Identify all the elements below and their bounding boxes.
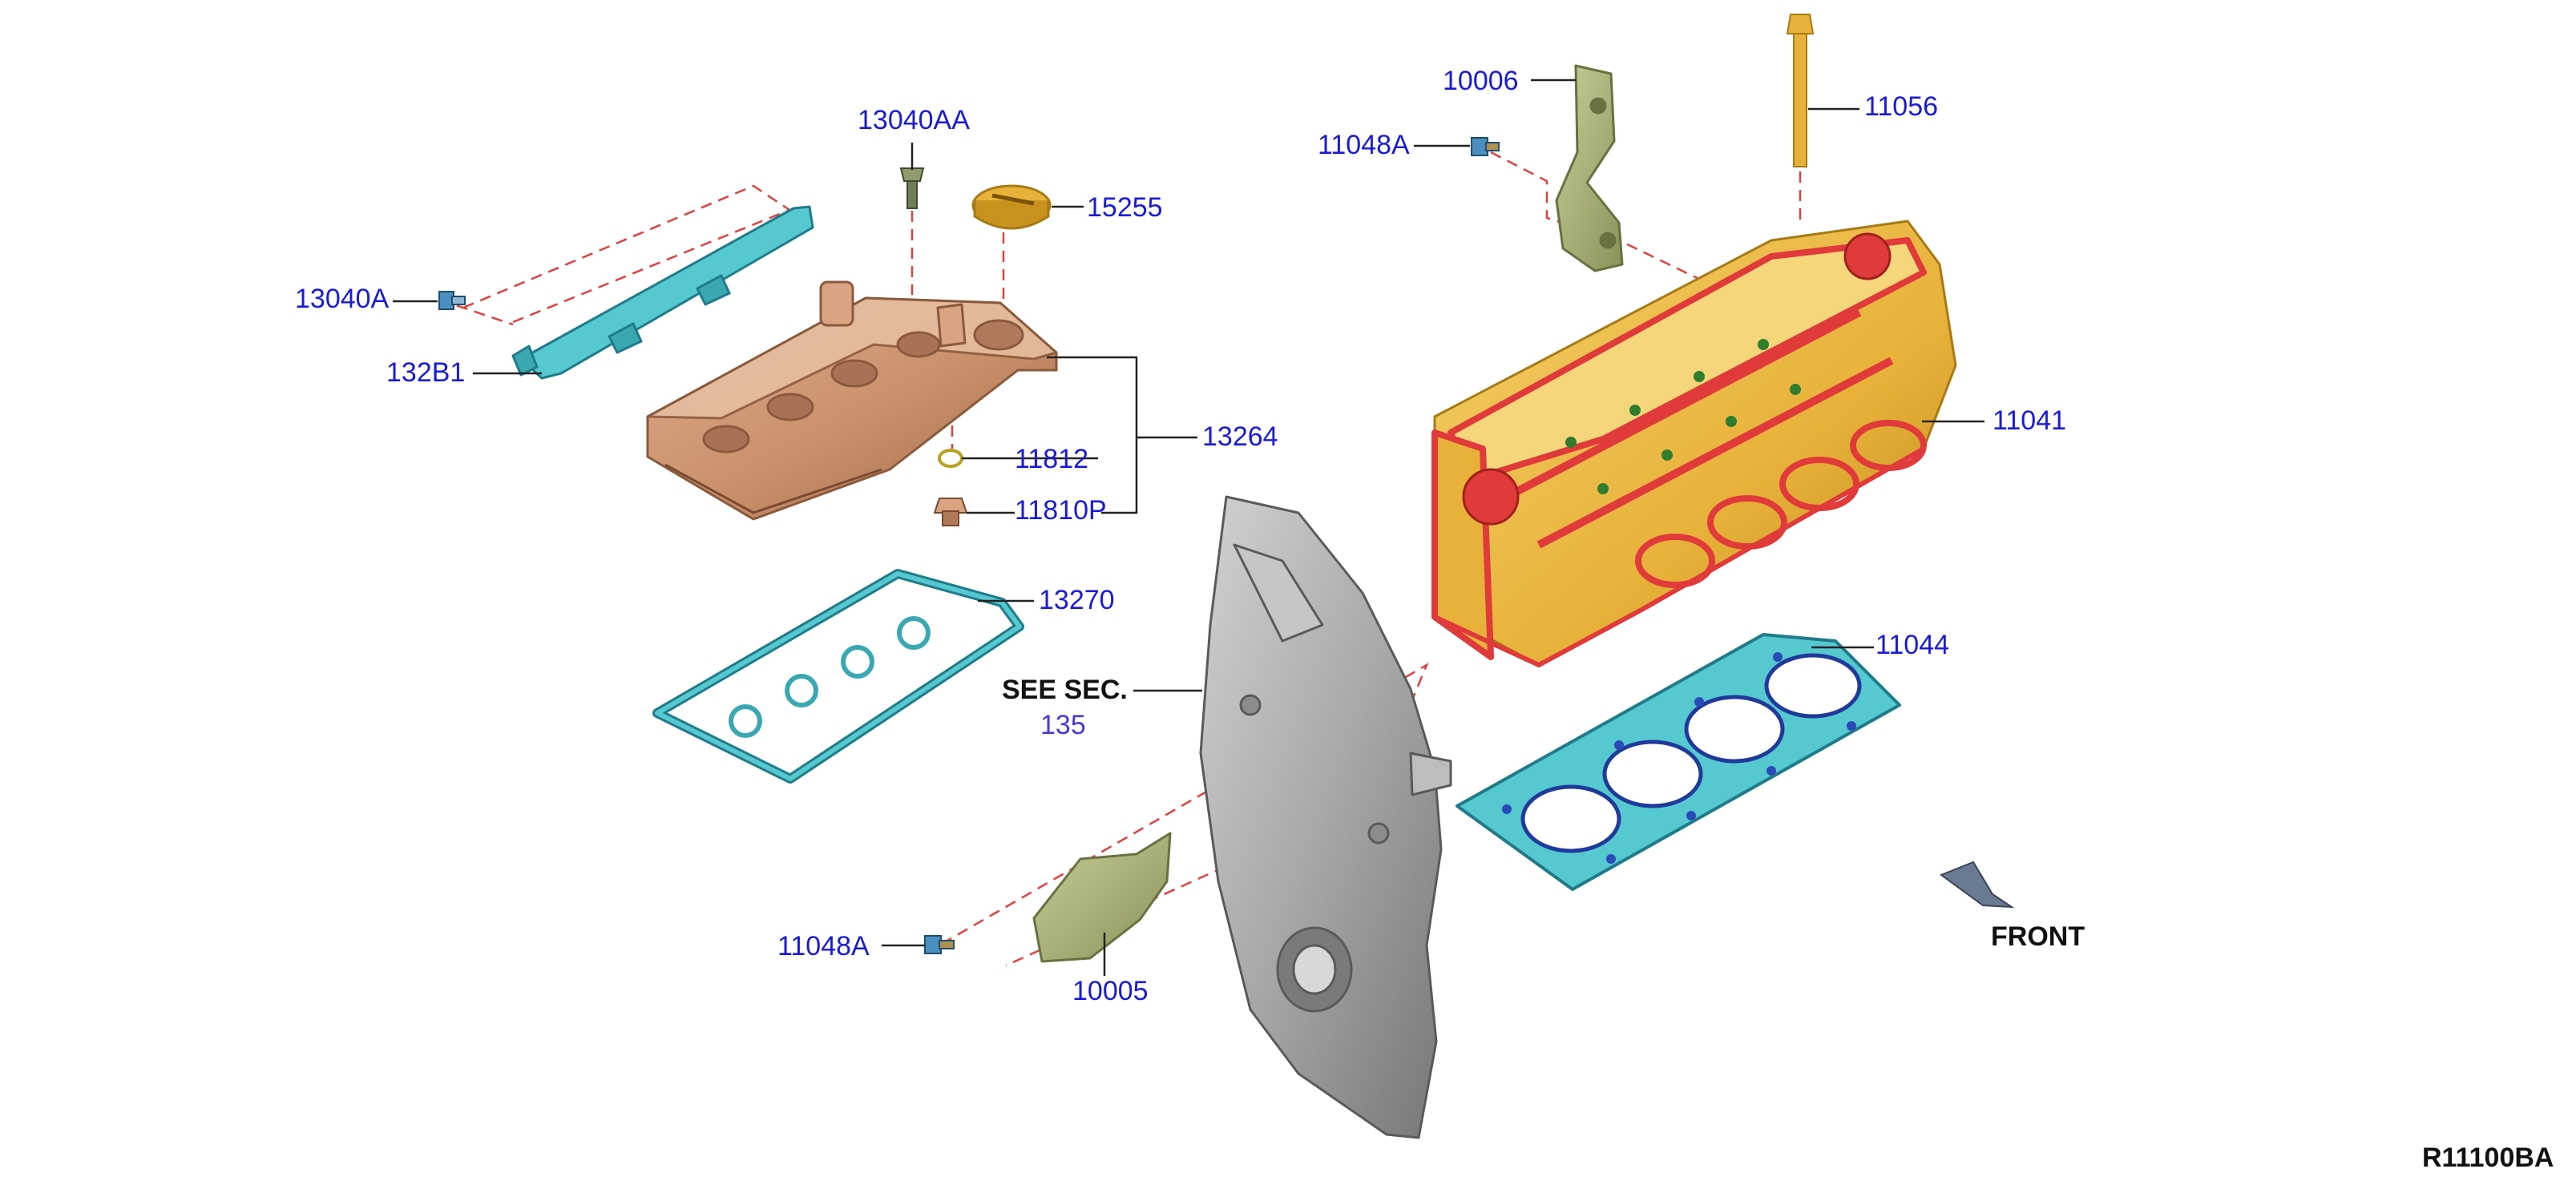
callout-11048a-bottom: 11048A	[777, 931, 870, 961]
callout-132b1: 132B1	[386, 357, 466, 388]
cylinder-head	[1431, 220, 1957, 667]
callout-15255: 15255	[1087, 192, 1163, 223]
callout-11812: 11812	[1015, 444, 1089, 474]
callout-11044: 11044	[1875, 630, 1950, 660]
see-section-label: SEE SEC.	[1002, 675, 1128, 705]
head-gasket	[1456, 633, 1901, 891]
oil-cap	[971, 184, 1052, 230]
leader-lines	[393, 79, 1984, 976]
figure-code: R11100BA	[2422, 1143, 2554, 1173]
callout-11041: 11041	[1993, 405, 2067, 436]
valve-cover	[646, 280, 1058, 521]
callout-13040aa: 13040AA	[858, 105, 970, 135]
bolt-13040a	[438, 291, 466, 310]
callout-13270: 13270	[1039, 585, 1115, 615]
front-label: FRONT	[1991, 921, 2085, 952]
callout-11048a-top: 11048A	[1318, 130, 1410, 160]
callout-13264: 13264	[1202, 421, 1278, 452]
bolt-11048a-top	[1471, 137, 1500, 156]
bracket-10005	[1032, 832, 1172, 963]
bolt-11810p	[933, 498, 968, 526]
callout-13040a: 13040A	[295, 284, 390, 314]
see-section-number[interactable]: 135	[1040, 710, 1086, 740]
washer-11812	[938, 449, 963, 468]
callout-11056: 11056	[1864, 91, 1939, 122]
valve-cover-gasket	[652, 569, 1024, 784]
baffle-plate	[511, 205, 814, 380]
front-arrow-icon	[1939, 861, 2015, 909]
bracket-10006	[1555, 64, 1624, 272]
callout-10005: 10005	[1072, 976, 1149, 1006]
timing-cover	[1199, 495, 1452, 1139]
callout-10006: 10006	[1443, 66, 1519, 96]
bolt-13040aa	[899, 167, 925, 209]
callout-11810p: 11810P	[1015, 495, 1107, 526]
head-bolt-11056	[1786, 14, 1815, 167]
